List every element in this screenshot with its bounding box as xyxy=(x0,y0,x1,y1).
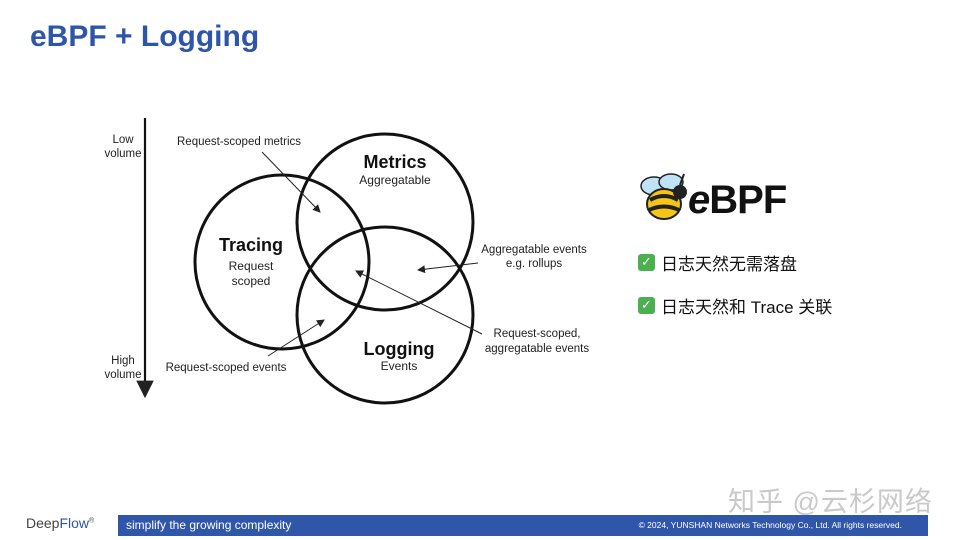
logging-subtitle: Events xyxy=(381,359,418,373)
footer-bar: simplify the growing complexity © 2024, … xyxy=(118,515,928,536)
footer-tagline: simplify the growing complexity xyxy=(126,518,292,532)
metrics-title: Metrics xyxy=(363,152,426,172)
annotation-request-scoped-events: Request-scoped events xyxy=(166,362,287,374)
metrics-subtitle: Aggregatable xyxy=(359,173,431,187)
annotation-request-scoped-aggregatable-line1: Request-scoped, xyxy=(494,328,581,340)
trademark: ® xyxy=(89,517,95,525)
bee-icon xyxy=(640,173,687,220)
ebpf-wordmark-bpf: BPF xyxy=(709,178,787,222)
metrics-circle xyxy=(295,132,475,312)
slide-title: eBPF + Logging xyxy=(30,20,260,53)
tracing-subtitle-line1: Request xyxy=(229,259,274,273)
axis-bottom-label-line1: High xyxy=(111,355,135,367)
tracing-circle xyxy=(193,173,371,351)
annotation-aggregatable-events-line1: Aggregatable events xyxy=(481,244,587,256)
check-icon: ✓ xyxy=(638,254,655,271)
footer-copyright: © 2024, YUNSHAN Networks Technology Co.,… xyxy=(638,520,902,530)
bullet-item: ✓ 日志天然无需落盘 xyxy=(638,250,797,275)
logging-title: Logging xyxy=(364,339,435,359)
annotation-request-scoped-aggregatable-line2: aggregatable events xyxy=(485,343,589,355)
bullet-text: 日志天然和 Trace 关联 xyxy=(661,298,833,317)
annotation-aggregatable-events-line2: e.g. rollups xyxy=(506,258,563,270)
check-icon: ✓ xyxy=(638,297,655,314)
bullet-item: ✓ 日志天然和 Trace 关联 xyxy=(638,293,832,318)
annotation-request-scoped-metrics: Request-scoped metrics xyxy=(177,136,301,148)
arrow-request-scoped-metrics xyxy=(261,151,321,213)
deepflow-logo: DeepFlow® xyxy=(26,515,94,531)
ebpf-wordmark-e: e xyxy=(688,178,710,222)
axis-top-label-line1: Low xyxy=(112,134,134,146)
ebpf-wordmark: eBPF xyxy=(688,178,787,223)
arrow-aggregatable-events xyxy=(417,262,479,274)
arrow-request-scoped-events xyxy=(267,319,325,357)
axis-bottom-label-line2: volume xyxy=(104,369,141,381)
axis-top-label-line2: volume xyxy=(104,148,141,160)
bullet-text: 日志天然无需落盘 xyxy=(661,255,797,274)
tracing-subtitle-line2: scoped xyxy=(232,274,271,288)
tracing-title: Tracing xyxy=(219,235,283,255)
arrow-request-scoped-aggregatable xyxy=(355,270,483,335)
logging-circle xyxy=(295,225,475,405)
logo-flow: Flow xyxy=(59,515,90,531)
watermark: 知乎 @云杉网络 xyxy=(728,487,933,517)
logo-deep: Deep xyxy=(26,515,60,531)
